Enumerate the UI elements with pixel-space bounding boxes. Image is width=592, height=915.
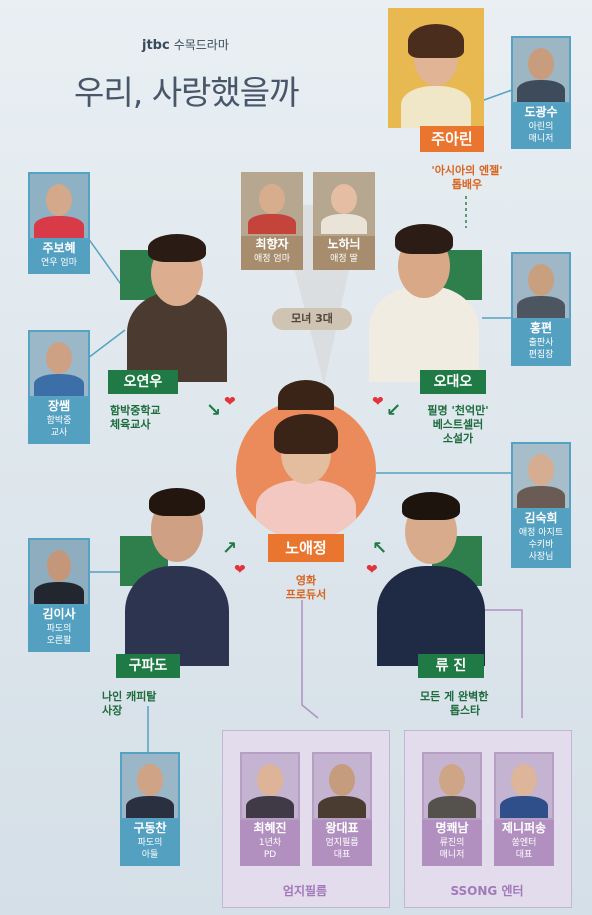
- jang-role-1: 함박중: [28, 415, 90, 427]
- drama-title: 우리, 사랑했을까: [74, 73, 299, 112]
- umji-member-1-name: 최혜진: [240, 820, 300, 837]
- ssong-member-1-role-2: 매니저: [422, 849, 482, 866]
- choi-role: 애정 엄마: [241, 253, 303, 270]
- gu-pado-tag: 구파도: [116, 654, 180, 678]
- oh-daeo-desc-3: 소설가: [442, 432, 474, 445]
- oh-daeo-tag: 오대오: [420, 370, 486, 394]
- umji-member-2-name: 왕대표: [312, 820, 372, 837]
- heart-icon: ❤: [366, 562, 378, 578]
- lead-desc-2: 프로듀서: [285, 588, 327, 601]
- choi-photo: [241, 172, 303, 236]
- oh-daeo-photo: [368, 212, 480, 382]
- heart-icon: ❤: [224, 394, 236, 410]
- hong-name: 홍편: [511, 320, 571, 337]
- noha-name: 노하늬: [313, 236, 375, 253]
- lead-circle: [236, 400, 376, 540]
- jang-role-2: 교사: [28, 427, 90, 444]
- gu-pado-desc-1: 나인 캐피탈: [102, 690, 157, 703]
- kim-isa-photo: [28, 538, 90, 606]
- do-gwangsu-role-2: 매니저: [511, 133, 571, 149]
- oh-yeonwoo-desc-1: 함박중학교: [110, 404, 161, 417]
- ssong-member-2-name: 제니퍼송: [494, 820, 554, 837]
- ryu-jin-tag: 류 진: [418, 654, 484, 678]
- lead-tag: 노애정: [268, 534, 344, 562]
- hong-role-2: 편집장: [511, 349, 571, 366]
- ju-arin-desc-1: '아시아의 엔젤': [431, 164, 503, 177]
- gu-dongchan-name: 구동찬: [120, 820, 180, 837]
- ju-bohye-name: 주보혜: [28, 240, 90, 257]
- kim-sukhee-name: 김숙희: [511, 510, 571, 527]
- umji-member-2-role-1: 엄지필름: [312, 837, 372, 849]
- umji-member-1-role-2: PD: [240, 849, 300, 866]
- kim-isa-name: 김이사: [28, 606, 90, 623]
- ssong-member-2-role-1: 쏭엔터: [494, 837, 554, 849]
- ssong-member-1-photo: [422, 752, 482, 820]
- noha-photo: [313, 172, 375, 236]
- oh-yeonwoo-desc-2: 체육교사: [110, 418, 151, 431]
- gu-pado-photo: [124, 480, 230, 666]
- gu-dongchan-photo: [120, 752, 180, 820]
- ryu-jin-photo: [376, 484, 486, 666]
- ryu-jin-desc-2: 톱스타: [449, 704, 481, 717]
- family-bond-label: 모녀 3대: [272, 308, 352, 330]
- hong-role-1: 출판사: [511, 337, 571, 349]
- do-gwangsu-name: 도광수: [511, 104, 571, 121]
- lead-desc-1: 영화: [295, 574, 317, 587]
- heart-icon: ❤: [372, 394, 384, 410]
- ryu-jin-desc-1: 모든 게 완벽한: [420, 690, 489, 703]
- oh-yeonwoo-photo: [124, 222, 230, 382]
- jang-photo: [28, 330, 90, 398]
- jang-name: 장쌤: [28, 398, 90, 415]
- do-gwangsu-photo: [511, 36, 571, 104]
- choi-name: 최향자: [241, 236, 303, 253]
- kim-isa-role-1: 파도의: [28, 623, 90, 635]
- kim-isa-role-2: 오른팔: [28, 635, 90, 652]
- ssong-label: SSONG 엔터: [450, 884, 524, 898]
- ju-arin-photo: [388, 8, 484, 128]
- arrow-icon: ↗: [222, 538, 238, 559]
- gu-dongchan-role-2: 아들: [120, 849, 180, 866]
- ju-arin-tag: 주아린: [420, 126, 484, 152]
- ssong-member-1-name: 명쾌남: [422, 820, 482, 837]
- gu-dongchan-role-1: 파도의: [120, 837, 180, 849]
- arrow-icon: ↖: [372, 538, 388, 559]
- kim-sukhee-role-3: 사장님: [511, 551, 571, 568]
- arrow-icon: ↙: [386, 400, 402, 421]
- hong-photo: [511, 252, 571, 320]
- ju-arin-desc-2: 톱배우: [451, 178, 483, 191]
- umji-label: 엄지필름: [282, 884, 328, 898]
- ssong-member-2-role-2: 대표: [494, 849, 554, 866]
- lead-photo-overlay: [256, 370, 356, 410]
- oh-yeonwoo-tag: 오연우: [108, 370, 178, 394]
- noha-role: 애정 딸: [313, 253, 375, 270]
- umji-member-1-role-1: 1년차: [240, 837, 300, 849]
- oh-daeo-desc-2: 베스트셀러: [432, 418, 484, 431]
- kim-sukhee-photo: [511, 442, 571, 510]
- gu-pado-desc-2: 사장: [102, 704, 123, 717]
- ssong-member-1-role-1: 류진의: [422, 837, 482, 849]
- ssong-member-2-photo: [494, 752, 554, 820]
- ju-bohye-photo: [28, 172, 90, 240]
- heart-icon: ❤: [234, 562, 246, 578]
- umji-member-2-photo: [312, 752, 372, 820]
- oh-daeo-desc-1: 필명 '천억만': [427, 404, 489, 417]
- arrow-icon: ↘: [206, 400, 222, 421]
- kim-sukhee-role-2: 수키바: [511, 539, 571, 551]
- umji-member-1-photo: [240, 752, 300, 820]
- kim-sukhee-role-1: 애정 아지트: [511, 527, 571, 539]
- ju-bohye-role: 연우 엄마: [28, 257, 90, 274]
- umji-member-2-role-2: 대표: [312, 849, 372, 866]
- do-gwangsu-role-1: 아린의: [511, 121, 571, 133]
